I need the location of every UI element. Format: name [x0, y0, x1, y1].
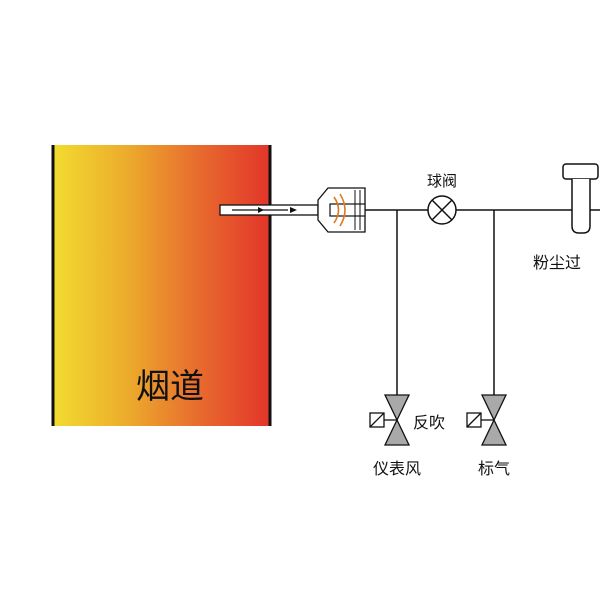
probe-head: [317, 187, 366, 233]
actuator-diagonal: [466, 412, 482, 428]
heat-arc-2: [339, 193, 346, 227]
actuator-diagonal: [369, 412, 385, 428]
filter-cap: [562, 163, 599, 180]
filter-body: [571, 179, 591, 234]
blowback-label: 反吹: [413, 413, 445, 432]
flow-arrow-2: [290, 207, 297, 213]
dust-filter: 粉尘过: [533, 163, 599, 272]
ball-valve-cross-2: [431, 199, 453, 221]
flue-body: [53, 145, 270, 426]
flow-arrow-1: [258, 207, 264, 213]
heat-arc-1: [333, 196, 340, 224]
calibration-gas-label: 标气: [478, 459, 510, 478]
flue-duct: 烟道: [51, 145, 272, 426]
valve-top-triangle: [383, 394, 411, 422]
sampling-probe: [219, 204, 319, 216]
filter-label: 粉尘过: [533, 253, 581, 272]
solenoid-valve-calibration: 标气: [466, 394, 510, 478]
valve-top-triangle: [480, 394, 508, 422]
ball-valve-label: 球阀: [427, 172, 457, 190]
ball-valve: 球阀: [427, 172, 457, 225]
flue-label: 烟道: [136, 367, 204, 407]
valve-bottom-triangle: [383, 418, 411, 446]
instrument-air-label: 仪表风: [373, 459, 421, 478]
solenoid-valve-blowback: 反吹 仪表风: [369, 394, 445, 478]
valve-bottom-triangle: [480, 418, 508, 446]
